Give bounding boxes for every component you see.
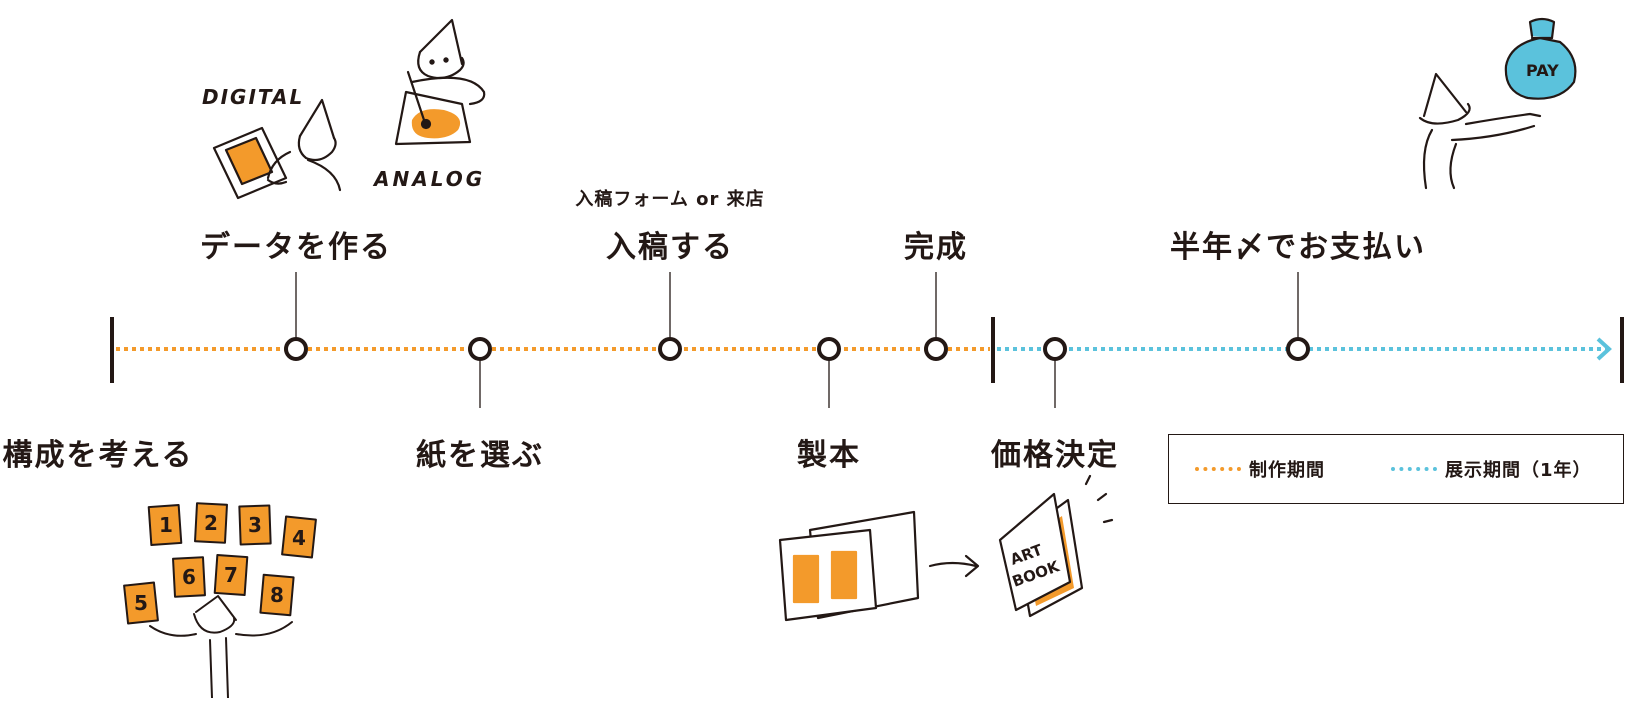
step-label-plan: 構成を考える <box>2 438 194 473</box>
step-label-data: データを作る <box>200 230 392 265</box>
legend: 制作期間 展示期間（1年） <box>1168 434 1624 504</box>
card-4: 4 <box>292 526 306 550</box>
card-7: 7 <box>224 563 238 587</box>
step-label-payment: 半年〆でお支払い <box>1170 230 1426 265</box>
step-note-submit: 入稿フォーム or 来店 <box>575 189 765 210</box>
legend-production-swatch <box>1195 467 1241 471</box>
milestone-complete <box>924 337 948 361</box>
plan-illustration: 1 2 3 4 6 7 5 8 <box>123 502 317 699</box>
step-label-complete: 完成 <box>904 230 968 265</box>
step-label-submit: 入稿する <box>606 230 734 265</box>
card-2: 2 <box>204 511 218 535</box>
milestone-data <box>284 337 308 361</box>
milestones <box>284 337 1310 361</box>
card-5: 5 <box>134 591 148 615</box>
legend-exhibition: 展示期間（1年） <box>1391 435 1592 503</box>
digital-caption: DIGITAL <box>202 85 304 109</box>
step-label-binding: 製本 <box>797 438 861 473</box>
legend-exhibition-label: 展示期間（1年） <box>1445 460 1592 481</box>
step-label-paper: 紙を選ぶ <box>416 438 544 473</box>
analog-caption: ANALOG <box>372 167 485 191</box>
connectors <box>295 272 1299 408</box>
card-3: 3 <box>248 513 262 537</box>
card-1: 1 <box>159 513 173 537</box>
step-label-price: 価格決定 <box>991 438 1119 473</box>
card-6: 6 <box>182 565 196 589</box>
payment-illustration: PAY <box>1418 17 1577 190</box>
pay-caption: PAY <box>1526 61 1559 80</box>
tablet-icon <box>212 126 288 200</box>
money-bag-icon <box>1504 36 1577 100</box>
binding-illustration: ART BOOK <box>778 474 1114 622</box>
card-8: 8 <box>270 583 284 607</box>
milestone-submit <box>658 337 682 361</box>
arrow-right-icon <box>1596 337 1612 361</box>
milestone-binding <box>817 337 841 361</box>
milestone-paper <box>468 337 492 361</box>
milestone-price <box>1043 337 1067 361</box>
timeline-axis <box>110 317 1624 383</box>
legend-production-label: 制作期間 <box>1249 460 1325 481</box>
pencil-brush-icon <box>406 70 428 128</box>
legend-production: 制作期間 <box>1195 435 1325 503</box>
milestone-payment <box>1286 337 1310 361</box>
drawing-illustration: DIGITAL ANALOG <box>202 18 486 200</box>
legend-exhibition-swatch <box>1391 467 1437 471</box>
